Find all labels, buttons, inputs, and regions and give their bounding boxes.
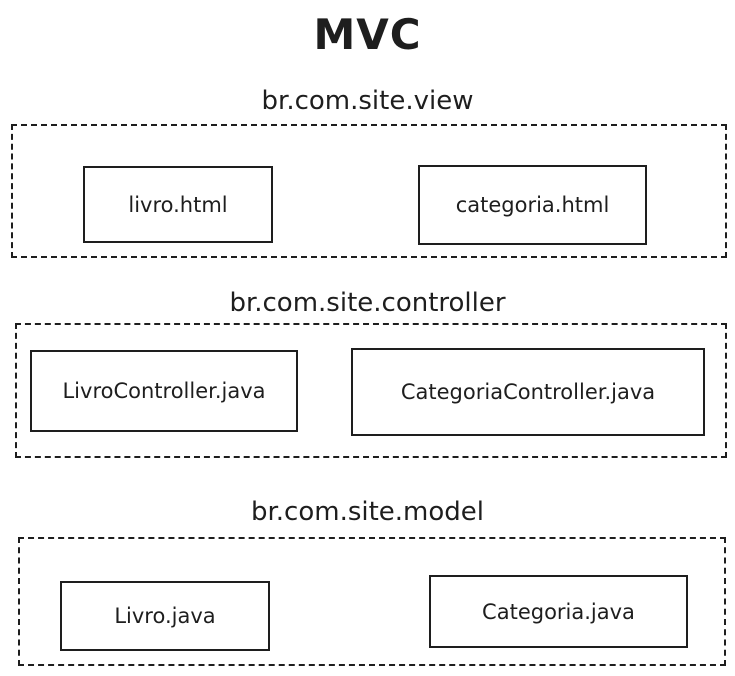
livro-controller-box: LivroController.java — [30, 350, 298, 432]
categoria-controller-box: CategoriaController.java — [351, 348, 705, 436]
model-package-label: br.com.site.model — [250, 497, 485, 527]
categoria-java-box: Categoria.java — [429, 575, 688, 648]
categoria-html-box: categoria.html — [418, 165, 647, 245]
view-package-box: livro.html categoria.html — [11, 124, 727, 258]
controller-package-box: LivroController.java CategoriaController… — [15, 323, 727, 458]
livro-java-box: Livro.java — [60, 581, 270, 651]
view-package-label: br.com.site.view — [261, 86, 474, 116]
diagram-title: MVC — [313, 10, 422, 59]
model-package-box: Livro.java Categoria.java — [18, 537, 726, 666]
controller-package-label: br.com.site.controller — [229, 288, 506, 318]
livro-html-box: livro.html — [83, 166, 273, 243]
